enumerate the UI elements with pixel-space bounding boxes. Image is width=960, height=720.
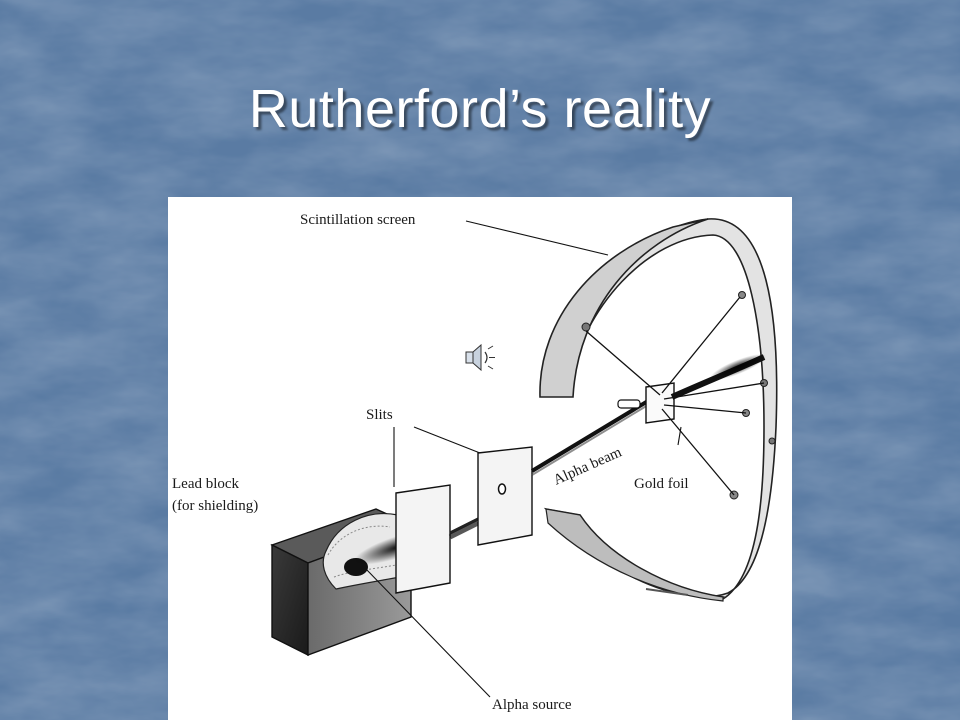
gold-foil [585, 296, 766, 496]
speaker-icon[interactable] [462, 340, 498, 376]
label-alpha-source: Alpha source [492, 697, 572, 713]
rutherford-experiment-diagram: Scintillation screen Slits Lead block (f… [168, 197, 792, 720]
slide-title: Rutherford’s reality [248, 79, 712, 139]
slit-2 [477, 446, 533, 546]
label-slits: Slits [366, 407, 393, 423]
label-gold-foil: Gold foil [634, 476, 689, 492]
scintillation-screen [539, 218, 778, 602]
label-scintillation-screen: Scintillation screen [300, 212, 416, 228]
label-lead-block: Lead block [172, 476, 240, 492]
lead-block [270, 508, 413, 657]
alpha-beam [530, 399, 650, 476]
label-lead-block-note: (for shielding) [172, 498, 258, 514]
slit-1 [395, 484, 451, 594]
leader-lines [365, 220, 682, 698]
